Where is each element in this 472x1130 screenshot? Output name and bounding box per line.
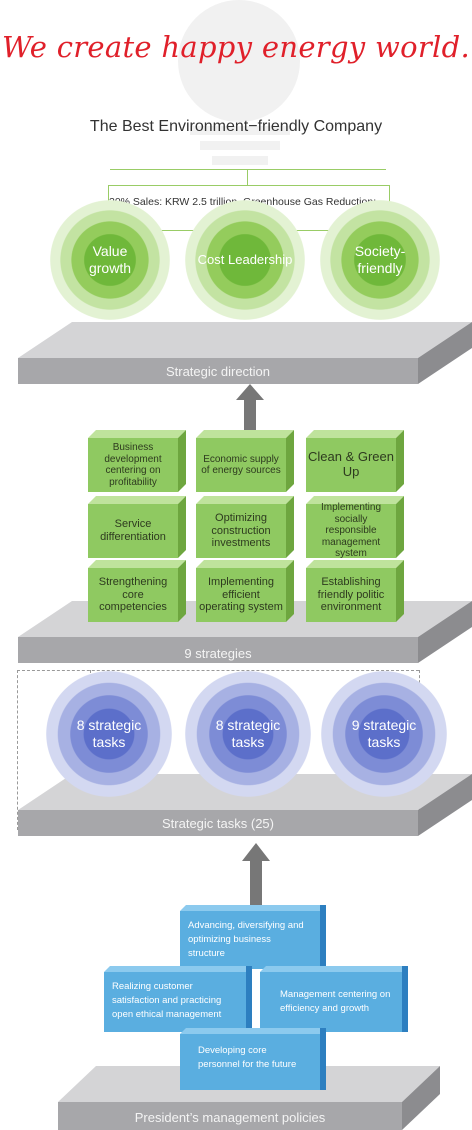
dashed-guide: [17, 670, 18, 830]
policy-text: Management centering on efficiency and g…: [280, 989, 391, 1014]
strategy-cube: Optimizing construction investments: [196, 496, 294, 558]
direction-circle-value-growth: Value growth: [50, 200, 170, 320]
strategy-label: Economic supply of energy sources: [196, 438, 286, 492]
policy-block-right: Management centering on efficiency and g…: [260, 966, 408, 1032]
strategy-label: Clean & Green Up: [306, 438, 396, 492]
platform-strategic-direction: [18, 322, 472, 384]
arrow-up-icon: [242, 843, 270, 909]
strategy-cube: Implementing efficient operating system: [196, 560, 294, 622]
strategy-label: Strengthening core competencies: [88, 568, 178, 622]
task-label: 8 strategic tasks: [215, 716, 281, 751]
strategy-label: Implementing socially responsible manage…: [306, 502, 396, 559]
direction-circle-society-friendly: Society- friendly: [320, 200, 440, 320]
policy-text: Advancing, diversifying and optimizing b…: [188, 920, 304, 959]
strategy-label: Business development centering on profit…: [88, 438, 178, 492]
strategy-cube: Strengthening core competencies: [88, 560, 186, 622]
strategy-label: Establishing friendly politic environmen…: [306, 568, 396, 622]
task-circle: 8 strategic tasks: [185, 671, 311, 797]
goal-connector: [110, 169, 386, 170]
platform-label: President’s management policies: [134, 1109, 326, 1125]
direction-label: Society- friendly: [354, 242, 406, 277]
task-label: 9 strategic tasks: [351, 716, 417, 751]
policy-text: Developing core personnel for the future: [198, 1045, 297, 1070]
strategy-cube: Economic supply of energy sources: [196, 430, 294, 492]
task-circle: 9 strategic tasks: [321, 671, 447, 797]
platform-label: Strategic direction: [165, 363, 271, 379]
platform-label: 9 strategies: [184, 645, 252, 661]
direction-circle-cost-leadership: Cost Leadership: [185, 200, 305, 320]
sun-stripe: [212, 156, 268, 165]
task-circle: 8 strategic tasks: [46, 671, 172, 797]
slogan: We create happy energy world.: [1, 30, 471, 64]
strategy-cube: Clean & Green Up: [306, 430, 404, 492]
platform-label: Strategic tasks (25): [162, 815, 274, 831]
strategy-cube: Business development centering on profit…: [88, 430, 186, 492]
company-subtitle: The Best Environment−friendly Company: [89, 118, 383, 135]
strategy-cube: Service differentiation: [88, 496, 186, 558]
strategy-label: Optimizing construction investments: [196, 504, 286, 558]
policy-block-bottom: Developing core personnel for the future: [180, 1028, 326, 1090]
strategy-cube: Implementing socially responsible manage…: [306, 496, 404, 559]
task-label: 8 strategic tasks: [76, 716, 142, 751]
direction-label: Value growth: [88, 242, 132, 277]
direction-label: Cost Leadership: [197, 251, 293, 267]
arrow-up-icon: [236, 384, 264, 436]
policy-text: Realizing customer satisfaction and prac…: [112, 981, 222, 1020]
strategy-label: Implementing efficient operating system: [196, 568, 286, 622]
policy-block-left: Realizing customer satisfaction and prac…: [104, 966, 252, 1032]
policy-block-top: Advancing, diversifying and optimizing b…: [180, 905, 326, 969]
strategy-label: Service differentiation: [88, 504, 178, 558]
dashed-guide: [17, 670, 419, 671]
goal-connector: [247, 169, 248, 185]
strategy-cube: Establishing friendly politic environmen…: [306, 560, 404, 622]
sun-stripe: [200, 141, 280, 150]
sun-stripe: [190, 126, 290, 135]
sun-decoration: [178, 0, 300, 122]
